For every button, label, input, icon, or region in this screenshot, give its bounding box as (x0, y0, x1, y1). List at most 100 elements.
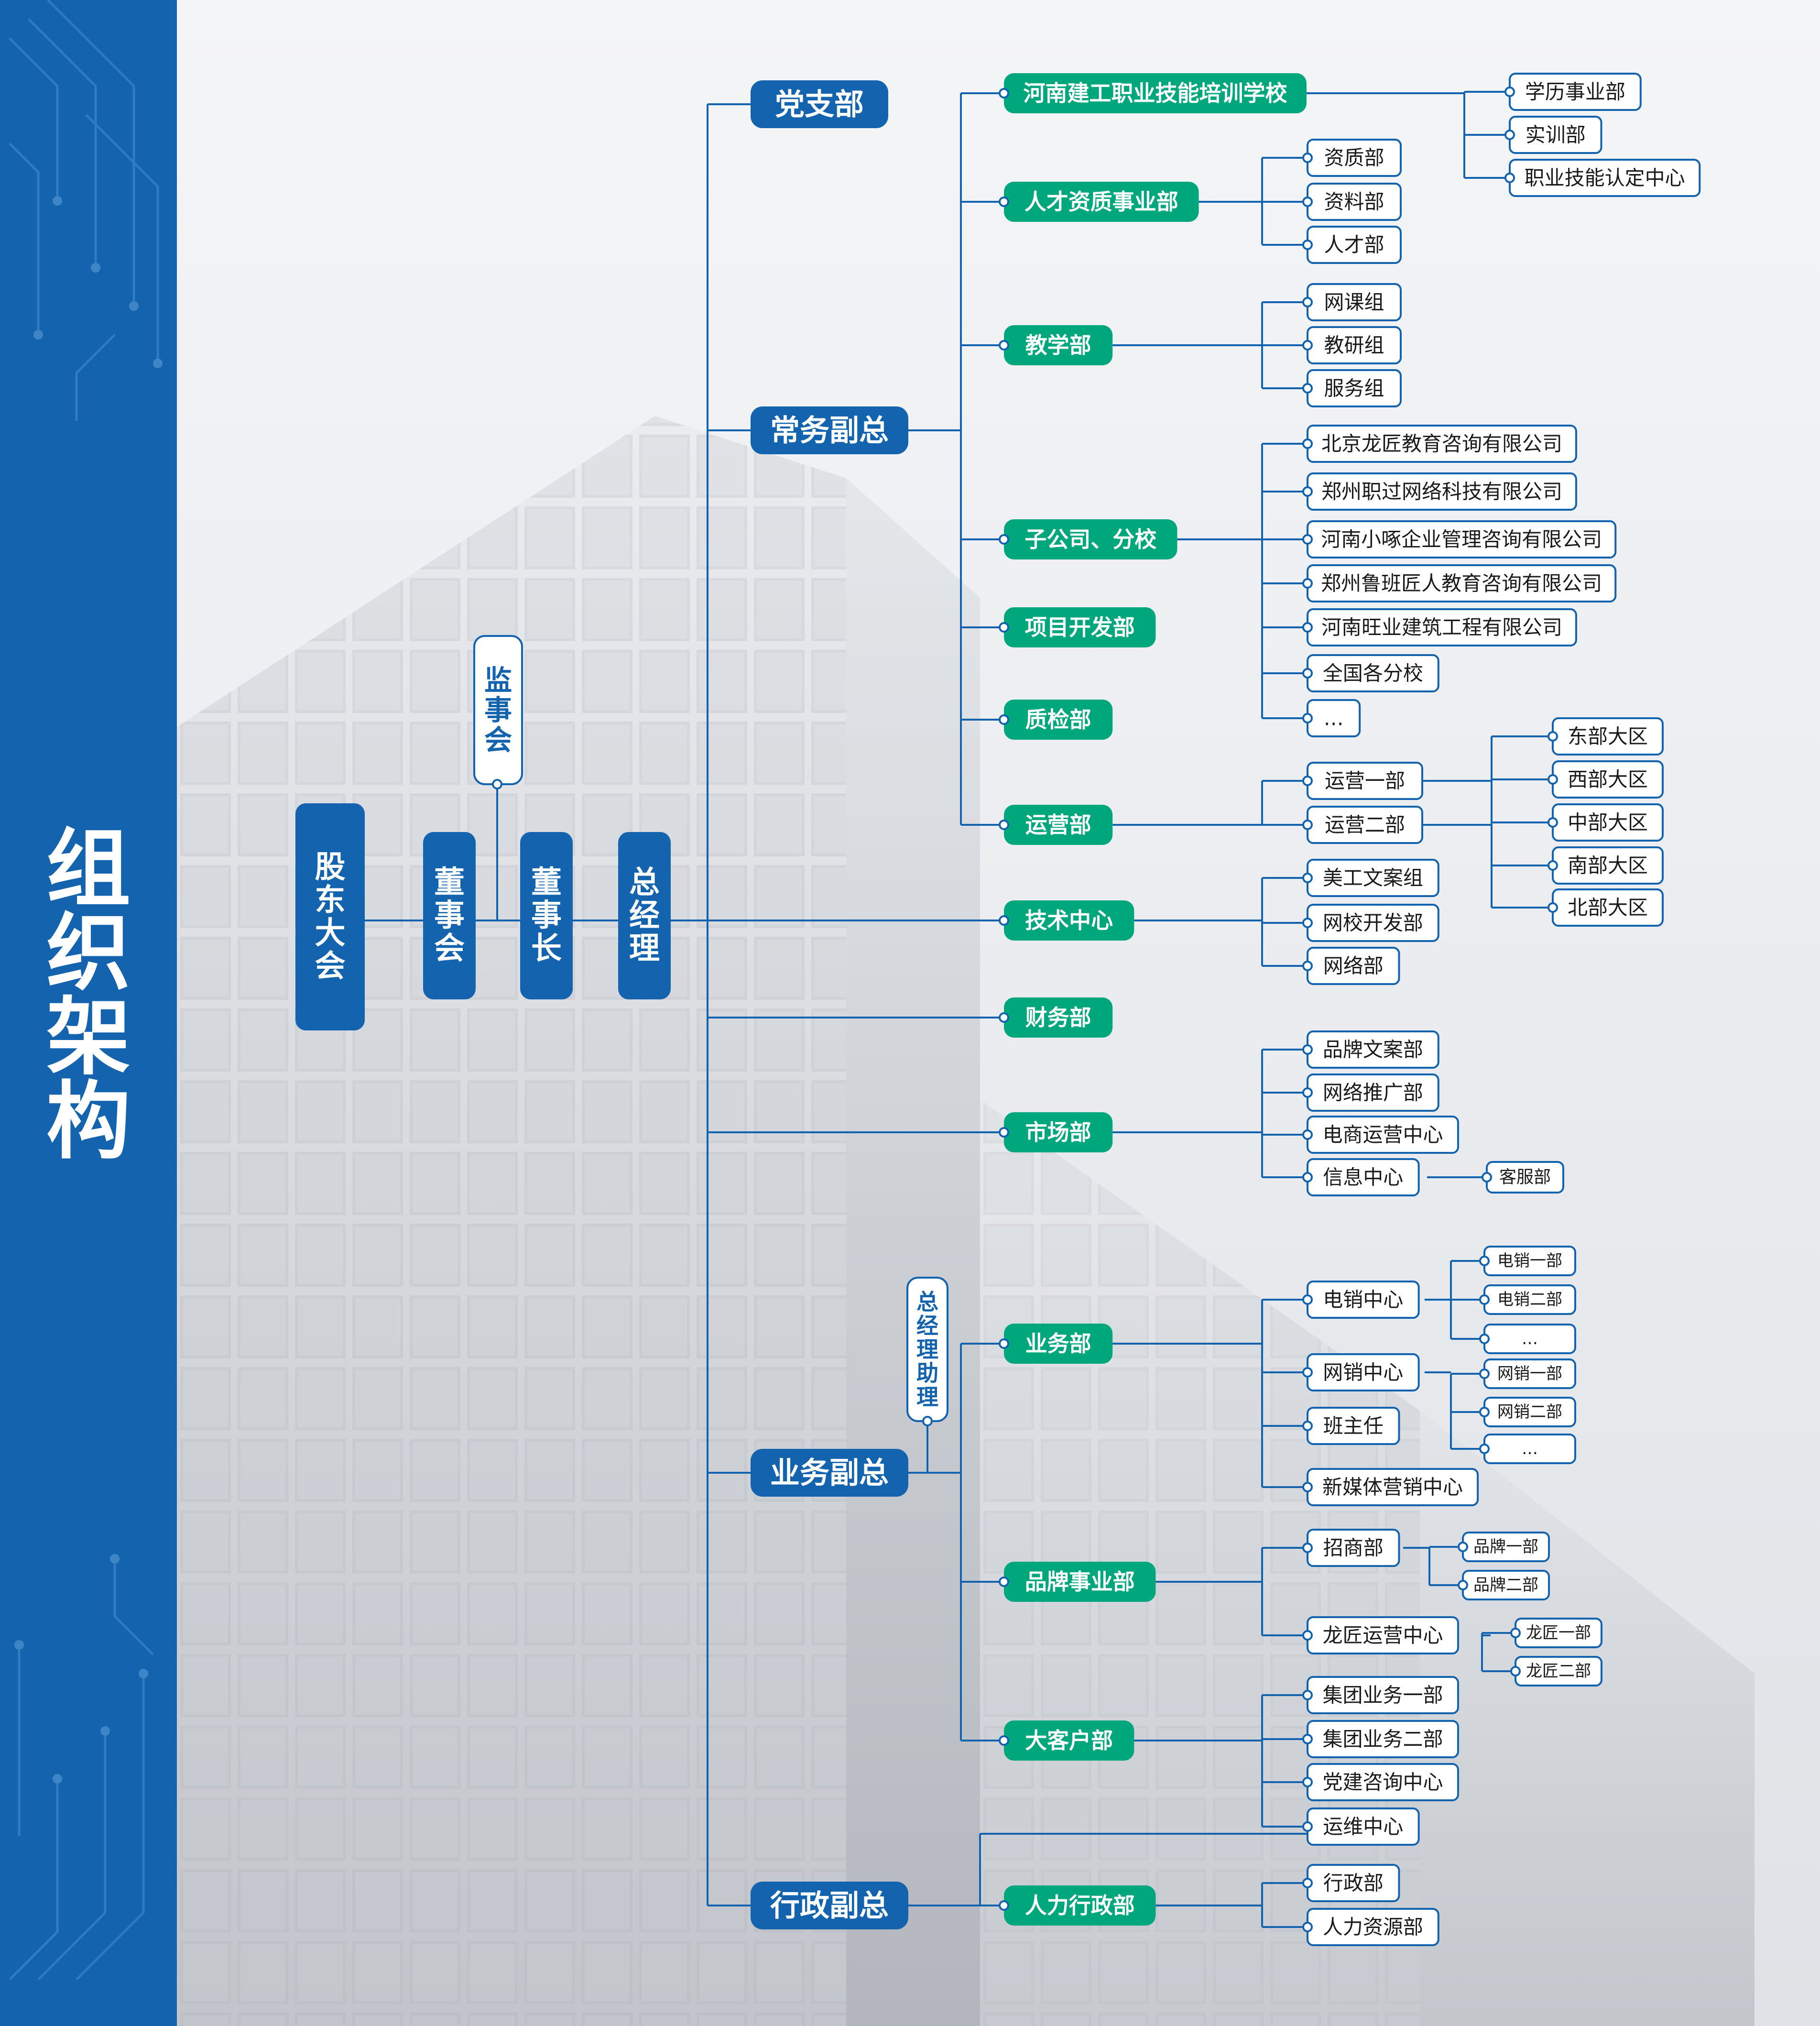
dept-key-account-shape (1004, 1720, 1134, 1761)
talent-sub-2[interactable]: 人才部 (1307, 226, 1402, 264)
tele-sub-0[interactable]: 电销一部 (1483, 1246, 1576, 1276)
shareholders-box-label: 股东大会 (315, 850, 346, 984)
investment-sub-0[interactable]: 品牌一部 (1462, 1532, 1550, 1562)
key-account-sub-3[interactable]: 运维中心 (1307, 1807, 1420, 1846)
dept-project-dev[interactable]: 项目开发部 (1004, 607, 1156, 647)
dept-brand[interactable]: 品牌事业部 (1004, 1562, 1156, 1602)
connector-dot (1482, 1172, 1492, 1183)
teaching-sub-2[interactable]: 服务组 (1307, 369, 1402, 407)
investment-sub-1[interactable]: 品牌二部 (1462, 1570, 1550, 1600)
region-0[interactable]: 东部大区 (1552, 717, 1664, 756)
chairman-box[interactable]: 董事长 (520, 832, 573, 999)
online-sub-1[interactable]: 网销二部 (1483, 1397, 1576, 1427)
gm-assistant-box[interactable]: 总经理助理 (906, 1277, 948, 1422)
talent-sub-1[interactable]: 资料部 (1307, 183, 1402, 221)
dept-subsidiaries[interactable]: 子公司、分校 (1004, 519, 1177, 559)
key-account-sub-2[interactable]: 党建咨询中心 (1307, 1763, 1459, 1801)
connector-dot (1302, 1129, 1313, 1140)
subsidiaries-sub-4[interactable]: 河南旺业建筑工程有限公司 (1307, 608, 1577, 646)
region-3[interactable]: 南部大区 (1552, 846, 1664, 885)
dept-project-dev-label: 项目开发部 (1025, 614, 1135, 640)
connector-dot (999, 1735, 1009, 1746)
school-sub-1-label: 实训部 (1526, 123, 1586, 147)
tele-sub-1[interactable]: 电销二部 (1483, 1284, 1576, 1315)
dept-teaching[interactable]: 教学部 (1004, 325, 1113, 365)
brand-sub-1[interactable]: 龙匠运营中心 (1307, 1616, 1459, 1654)
dept-key-account[interactable]: 大客户部 (1004, 1720, 1134, 1761)
dept-henan-school[interactable]: 河南建工职业技能培训学校 (1004, 73, 1307, 113)
connector-dot (1548, 731, 1558, 742)
business-sub-1[interactable]: 网销中心 (1307, 1353, 1420, 1391)
connector-dot (1302, 534, 1313, 545)
connector-dot (1302, 383, 1313, 394)
key-account-sub-1[interactable]: 集团业务二部 (1307, 1720, 1459, 1758)
longjiang-sub-0[interactable]: 龙匠一部 (1515, 1618, 1602, 1648)
connector-dot (999, 915, 1009, 926)
talent-sub-0[interactable]: 资质部 (1307, 139, 1402, 177)
subsidiaries-sub-2[interactable]: 河南小啄企业管理咨询有限公司 (1307, 520, 1617, 559)
school-sub-2[interactable]: 职业技能认定中心 (1509, 159, 1701, 197)
market-sub-0[interactable]: 品牌文案部 (1307, 1030, 1439, 1069)
online-sub-0[interactable]: 网销一部 (1483, 1358, 1576, 1389)
region-2[interactable]: 中部大区 (1552, 803, 1664, 842)
talent-sub-1-label: 资料部 (1324, 190, 1384, 214)
dept-operations[interactable]: 运营部 (1004, 805, 1113, 845)
subsidiaries-sub-1[interactable]: 郑州职过网络科技有限公司 (1307, 472, 1577, 511)
market-sub-3-label: 信息中心 (1323, 1166, 1403, 1189)
shareholders-box[interactable]: 股东大会 (295, 803, 365, 1030)
school-sub-1[interactable]: 实训部 (1509, 116, 1602, 154)
connector-dot (1302, 622, 1313, 633)
connector-dot (1302, 153, 1313, 163)
hr-sub-0[interactable]: 行政部 (1307, 1864, 1400, 1902)
teaching-sub-1[interactable]: 教研组 (1307, 326, 1402, 364)
dept-quality[interactable]: 质检部 (1004, 700, 1113, 740)
dept-market[interactable]: 市场部 (1004, 1112, 1113, 1152)
connector-dot (1510, 1666, 1521, 1676)
business-vp[interactable]: 业务副总 (751, 1449, 908, 1497)
school-sub-0[interactable]: 学历事业部 (1509, 73, 1642, 111)
key-account-sub-0[interactable]: 集团业务一部 (1307, 1676, 1459, 1714)
dept-hr-admin[interactable]: 人力行政部 (1004, 1885, 1156, 1926)
tech-sub-2[interactable]: 网络部 (1307, 947, 1400, 985)
subsidiaries-sub-3[interactable]: 郑州鲁班匠人教育咨询有限公司 (1307, 564, 1617, 602)
hr-sub-1[interactable]: 人力资源部 (1307, 1908, 1439, 1946)
tech-sub-0[interactable]: 美工文案组 (1307, 859, 1439, 897)
tele-sub-2[interactable]: … (1483, 1324, 1576, 1354)
dept-tech[interactable]: 技术中心 (1004, 900, 1134, 941)
business-sub-0[interactable]: 电销中心 (1307, 1281, 1420, 1319)
subsidiaries-sub-6[interactable]: … (1307, 699, 1361, 737)
dept-business[interactable]: 业务部 (1004, 1324, 1113, 1364)
party-branch[interactable]: 党支部 (751, 80, 888, 128)
tech-sub-1[interactable]: 网校开发部 (1307, 904, 1439, 942)
board-box[interactable]: 董事会 (423, 832, 476, 999)
subsidiaries-sub-5[interactable]: 全国各分校 (1307, 654, 1439, 692)
market-sub-3[interactable]: 信息中心 (1307, 1158, 1420, 1196)
region-1[interactable]: 西部大区 (1552, 760, 1664, 799)
connector-dot (1302, 1922, 1313, 1932)
connector-dot (1510, 1628, 1521, 1638)
operations-sub-1[interactable]: 运营二部 (1307, 806, 1423, 844)
customer-service[interactable]: 客服部 (1486, 1161, 1564, 1194)
gm-box[interactable]: 总经理 (618, 832, 671, 999)
connector-dot (999, 1338, 1009, 1349)
sidebar: 组织架构 (0, 0, 177, 2026)
talent-sub-0-label: 资质部 (1324, 146, 1384, 170)
dept-finance[interactable]: 财务部 (1004, 997, 1113, 1038)
supervisors-box[interactable]: 监事会 (473, 635, 523, 785)
longjiang-sub-1[interactable]: 龙匠二部 (1515, 1656, 1602, 1687)
dept-talent[interactable]: 人才资质事业部 (1004, 182, 1199, 222)
connector-dot (1302, 1087, 1313, 1098)
online-sub-2[interactable]: … (1483, 1434, 1576, 1464)
business-sub-2[interactable]: 班主任 (1307, 1407, 1400, 1445)
region-4[interactable]: 北部大区 (1552, 888, 1664, 927)
business-sub-3[interactable]: 新媒体营销中心 (1307, 1468, 1479, 1506)
admin-vp[interactable]: 行政副总 (751, 1882, 908, 1929)
connector-dot (1302, 297, 1313, 307)
operations-sub-0[interactable]: 运营一部 (1307, 762, 1423, 800)
teaching-sub-0[interactable]: 网课组 (1307, 283, 1402, 321)
market-sub-1[interactable]: 网络推广部 (1307, 1073, 1439, 1112)
market-sub-2[interactable]: 电商运营中心 (1307, 1116, 1459, 1154)
brand-sub-0[interactable]: 招商部 (1307, 1529, 1400, 1567)
subsidiaries-sub-0[interactable]: 北京龙匠教育咨询有限公司 (1307, 425, 1577, 463)
executive-vp[interactable]: 常务副总 (751, 406, 908, 454)
